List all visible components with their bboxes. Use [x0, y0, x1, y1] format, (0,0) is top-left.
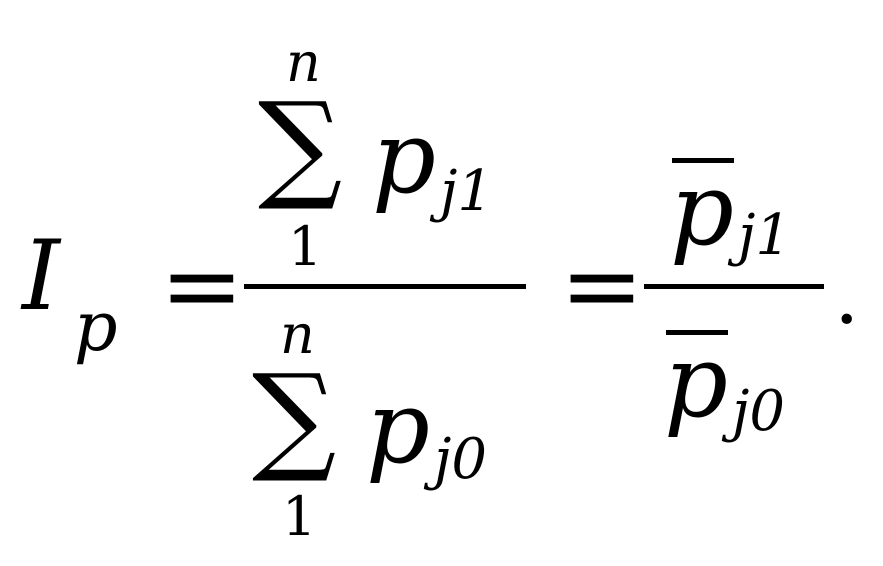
- fraction-bar-1: [244, 284, 526, 289]
- price-term-denominator: p: [366, 369, 431, 486]
- price-term-numerator: p: [372, 99, 437, 216]
- mean-price-numerator: p: [670, 151, 735, 268]
- price-subscript-numerator: j1: [440, 159, 493, 224]
- fraction-bar-2: [644, 284, 824, 289]
- mean-price-subscript-denominator: j0: [732, 379, 785, 444]
- sum-upper-limit-numerator: n: [286, 31, 321, 94]
- sum-symbol-numerator: ∑: [258, 76, 343, 214]
- terminal-period: .: [834, 249, 860, 342]
- equals-sign-1: =: [160, 227, 244, 344]
- mean-price-denominator: p: [664, 323, 729, 440]
- sum-upper-limit-denominator: n: [280, 303, 315, 366]
- mean-overline-numerator: [672, 158, 734, 163]
- index-symbol: I: [22, 220, 60, 332]
- equals-sign-2: =: [560, 227, 644, 344]
- mean-price-subscript-numerator: j1: [738, 203, 791, 268]
- mean-overline-denominator: [666, 330, 728, 335]
- sum-lower-limit-numerator: 1: [288, 215, 323, 278]
- index-subscript: p: [74, 288, 118, 367]
- price-subscript-denominator: j0: [434, 427, 487, 492]
- sum-symbol-denominator: ∑: [252, 348, 337, 486]
- sum-lower-limit-denominator: 1: [282, 485, 317, 548]
